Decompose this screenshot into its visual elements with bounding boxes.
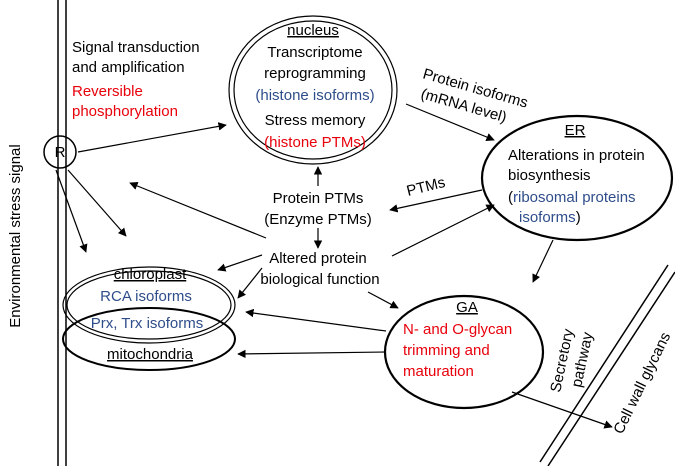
phosphorylation-line-2: phosphorylation (72, 103, 178, 120)
arrow-ptms-to-left (129, 181, 267, 239)
nucleus-line-1: Transcriptome (267, 44, 362, 61)
cell-wall-line-1 (539, 264, 669, 463)
ga-line-2: trimming and (403, 342, 490, 359)
protein-ptms-line-2: (Enzyme PTMs) (264, 211, 372, 228)
er-ellipse (480, 114, 674, 242)
signal-line-2: and amplification (72, 59, 185, 76)
mitochondria-ellipse (62, 307, 236, 371)
prx-trx-isoforms: Prx, Trx isoforms (91, 315, 204, 332)
nucleus-line-2: reprogramming (264, 65, 366, 82)
cell-wall-line-2 (547, 271, 675, 466)
arrow-altered-to-chloroplast (217, 254, 263, 272)
nucleus-line-3: Stress memory (265, 112, 366, 129)
nucleus-outer-ellipse (228, 15, 398, 165)
arrow-receptor-to-chloroplast-2 (67, 169, 127, 237)
arrow-altered-to-chloroplast-2 (237, 267, 263, 299)
chloroplast-inner-ellipse (66, 270, 232, 340)
altered-line-1: Altered protein (269, 250, 367, 267)
chloroplast-title: chloroplast (114, 266, 187, 283)
ptms-label: PTMs (405, 174, 447, 200)
nucleus-inner-ellipse (233, 20, 393, 160)
environmental-stress-label: Environmental stress signal (7, 144, 24, 327)
nucleus-histone-isoforms: (histone isoforms) (255, 87, 374, 104)
arrow-ga-to-mitochondria (237, 349, 387, 359)
arrow-altered-to-ga (367, 291, 399, 309)
er-line-1: Alterations in protein (508, 147, 645, 164)
mitochondria-title: mitochondria (107, 346, 194, 363)
receptor-circle (43, 135, 77, 169)
receptor-label: R (55, 144, 66, 161)
chloroplast-outer-ellipse (62, 266, 236, 344)
arrow-nucleus-to-er (405, 103, 495, 142)
signal-line-1: Signal transduction (72, 39, 200, 56)
arrow-er-to-ptms (389, 189, 483, 213)
nucleus-histone-ptms: (histone PTMs) (264, 134, 366, 151)
altered-line-2: biological function (260, 271, 379, 288)
er-ribosomal-line-1: (ribosomal proteins (508, 189, 636, 206)
ga-title: GA (456, 299, 478, 316)
rca-isoforms: RCA isoforms (100, 288, 192, 305)
protein-ptms-line-1: Protein PTMs (273, 190, 364, 207)
arrow-ga-to-chloroplast (245, 308, 387, 332)
arrow-receptor-to-nucleus (77, 122, 227, 153)
arrows (55, 103, 613, 429)
arrow-altered-to-er (391, 204, 495, 257)
er-ribosomal-line-2: isoforms) (519, 209, 581, 226)
ga-line-3: maturation (403, 363, 474, 380)
er-title: ER (565, 122, 586, 139)
arrow-ga-to-cell-wall (511, 391, 613, 429)
arrow-er-to-ga (532, 239, 554, 283)
phosphorylation-line-1: Reversible (72, 83, 143, 100)
er-line-2: biosynthesis (508, 167, 591, 184)
cell-wall-glycans-label: Cell wall glycans (610, 330, 674, 437)
nucleus-title: nucleus (287, 22, 339, 39)
ga-line-1: N- and O-glycan (403, 321, 512, 338)
arrow-receptor-to-chloroplast-1 (55, 169, 88, 253)
